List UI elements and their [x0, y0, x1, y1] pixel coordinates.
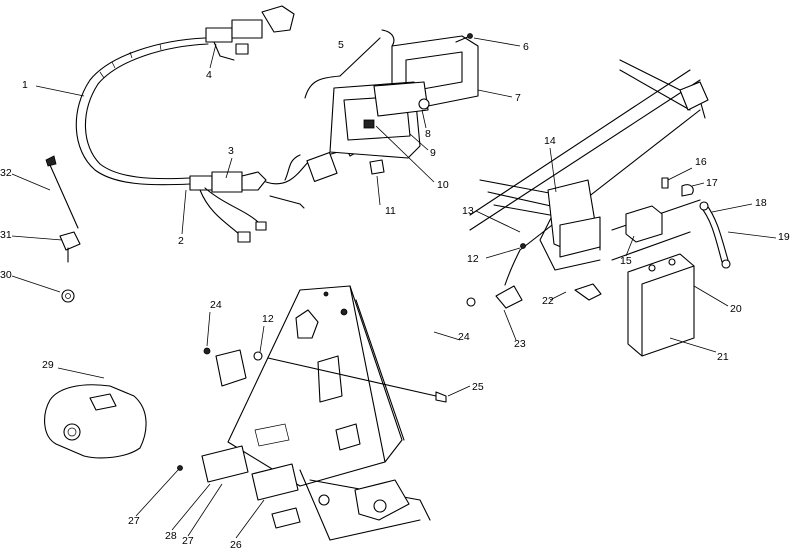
- leader-line-17: [691, 182, 705, 187]
- callout-14: 14: [544, 135, 556, 147]
- callout-24: 24: [458, 331, 470, 343]
- leader-line-13: [475, 210, 521, 233]
- taillight-assembly: [304, 29, 479, 175]
- leader-line-9: [409, 133, 429, 151]
- leader-line-20: [693, 285, 729, 307]
- leader-line-7: [477, 89, 513, 98]
- leader-line-24: [433, 331, 461, 341]
- leader-line-31: [11, 235, 63, 241]
- callout-22: 22: [542, 295, 554, 307]
- leader-line-25: [447, 385, 471, 397]
- callout-28: 28: [165, 530, 177, 542]
- callout-31: 31: [0, 229, 12, 241]
- callout-9: 9: [430, 147, 436, 159]
- callout-30: 30: [0, 269, 12, 281]
- mounting-panel: [177, 285, 447, 541]
- callout-25: 25: [472, 381, 484, 393]
- callout-18: 18: [755, 197, 767, 209]
- leader-line-27: [135, 469, 179, 517]
- callout-27: 27: [182, 535, 194, 547]
- leader-line-30: [11, 275, 61, 293]
- leader-line-27: [187, 483, 223, 537]
- leader-line-24: [206, 311, 211, 347]
- leader-line-6: [473, 37, 521, 47]
- wire-harness: [75, 5, 365, 243]
- callout-3: 3: [228, 145, 234, 157]
- callout-1: 1: [22, 79, 28, 91]
- callout-7: 7: [515, 92, 521, 104]
- callout-13: 13: [462, 205, 474, 217]
- callout-21: 21: [717, 351, 729, 363]
- leader-line-4: [209, 43, 217, 69]
- leader-line-18: [711, 203, 753, 213]
- callout-17: 17: [706, 177, 718, 189]
- callout-12: 12: [467, 253, 479, 265]
- callout-27: 27: [128, 515, 140, 527]
- frame-section: [466, 59, 731, 357]
- callout-26: 26: [230, 539, 242, 551]
- leader-line-29: [57, 367, 105, 379]
- callout-23: 23: [514, 338, 526, 350]
- leader-line-22: [549, 291, 567, 301]
- callout-20: 20: [730, 303, 742, 315]
- leader-line-14: [549, 147, 557, 193]
- leader-line-21: [669, 337, 717, 353]
- leader-line-1: [35, 85, 85, 97]
- callout-16: 16: [695, 156, 707, 168]
- small-parts-left: [45, 155, 81, 303]
- leader-line-12: [259, 325, 265, 353]
- leader-line-28: [171, 483, 211, 531]
- callout-15: 15: [620, 255, 632, 267]
- callout-24: 24: [210, 299, 222, 311]
- leader-line-23: [503, 309, 517, 341]
- leader-line-3: [225, 157, 233, 179]
- leader-line-15: [625, 235, 635, 257]
- leader-line-16: [667, 167, 693, 181]
- tank: [44, 384, 147, 459]
- leader-line-19: [727, 231, 777, 239]
- callout-8: 8: [425, 128, 431, 140]
- callout-12: 12: [262, 313, 274, 325]
- callout-5: 5: [338, 39, 344, 51]
- leader-line-32: [11, 173, 51, 191]
- callout-2: 2: [178, 235, 184, 247]
- callout-11: 11: [385, 205, 396, 217]
- leader-line-10: [375, 125, 435, 183]
- leader-line-11: [376, 175, 381, 206]
- callout-10: 10: [437, 179, 449, 191]
- leader-line-12: [485, 247, 521, 259]
- leader-line-2: [181, 189, 187, 235]
- callout-19: 19: [778, 231, 790, 243]
- callout-6: 6: [523, 41, 529, 53]
- leader-line-26: [235, 499, 265, 539]
- leader-line-8: [421, 109, 427, 129]
- callout-29: 29: [42, 359, 54, 371]
- callout-4: 4: [206, 69, 212, 81]
- callout-32: 32: [0, 167, 12, 179]
